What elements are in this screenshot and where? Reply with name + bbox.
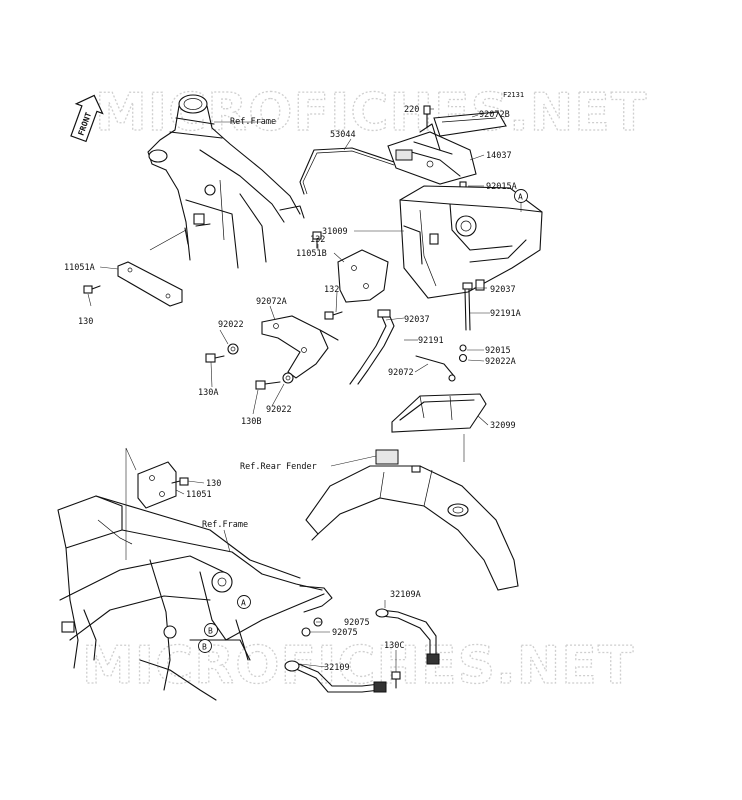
leader-lines [87, 108, 490, 672]
svg-text:A: A [518, 193, 523, 202]
part-label-32099: 32099 [490, 421, 516, 431]
ref-rear-fender-label: Ref.Rear Fender [240, 462, 317, 472]
battery-case-31009-drawing [399, 185, 543, 299]
svg-text:B: B [208, 627, 213, 636]
ref-frame-top-label: Ref.Frame [230, 117, 276, 127]
marker-a-top: A [514, 189, 528, 203]
upper-frame-drawing [83, 94, 305, 307]
svg-text:B: B [202, 643, 207, 652]
part-label-92015A: 92015A [486, 182, 517, 192]
part-label-130C: 130C [384, 641, 404, 651]
part-label-92072B: 92072B [479, 110, 510, 120]
part-label-11051B: 11051B [296, 249, 327, 259]
lower-frame-drawing [57, 461, 333, 701]
marker-b-left: B [198, 639, 212, 653]
part-label-130B: 130B [241, 417, 261, 427]
part-label-92022-upper: 92022 [218, 320, 244, 330]
front-arrow-icon: FRONT [70, 94, 104, 143]
part-label-92075-lower: 92075 [332, 628, 358, 638]
bracket-92072A-drawing [205, 315, 339, 390]
part-label-31009: 31009 [322, 227, 348, 237]
tray-32099-drawing [391, 393, 487, 433]
part-label-53044: 53044 [330, 130, 356, 140]
diagram-code: F2131 [503, 91, 524, 99]
part-label-92015: 92015 [485, 346, 511, 356]
marker-b-right: B [204, 623, 218, 637]
part-label-92037-left: 92037 [404, 315, 430, 325]
part-label-92072: 92072 [388, 368, 414, 378]
tube-32109A-drawing [375, 608, 440, 665]
part-label-130-upper: 130 [78, 317, 93, 327]
bracket-14037-drawing [387, 105, 507, 185]
part-label-132-upper: 132 [310, 235, 325, 245]
bracket-11051B-drawing [312, 231, 389, 320]
rear-fender-drawing [305, 449, 519, 591]
part-label-92191A: 92191A [490, 309, 521, 319]
part-label-11051: 11051 [186, 490, 212, 500]
part-label-130-lower: 130 [206, 479, 221, 489]
part-label-32109: 32109 [324, 663, 350, 673]
part-label-92072A: 92072A [256, 297, 287, 307]
part-label-14037: 14037 [486, 151, 512, 161]
part-label-92075-upper: 92075 [344, 618, 370, 628]
strap-92072 [415, 355, 455, 377]
part-label-130A: 130A [198, 388, 218, 398]
part-label-92191: 92191 [418, 336, 444, 346]
ref-frame-bottom-label: Ref.Frame [202, 520, 248, 530]
part-label-92022-lower: 92022 [266, 405, 292, 415]
part-label-132-lower: 132 [324, 285, 339, 295]
part-label-11051A: 11051A [64, 263, 95, 273]
cable-53044 [299, 147, 395, 195]
svg-text:A: A [241, 599, 246, 608]
part-label-220: 220 [404, 105, 419, 115]
part-label-92037-right: 92037 [490, 285, 516, 295]
hose-92191 [357, 311, 395, 385]
part-label-32109A: 32109A [390, 590, 421, 600]
part-label-92022A: 92022A [485, 357, 516, 367]
tube-32109-drawing [284, 660, 401, 693]
marker-a-bottom: A [237, 595, 251, 609]
